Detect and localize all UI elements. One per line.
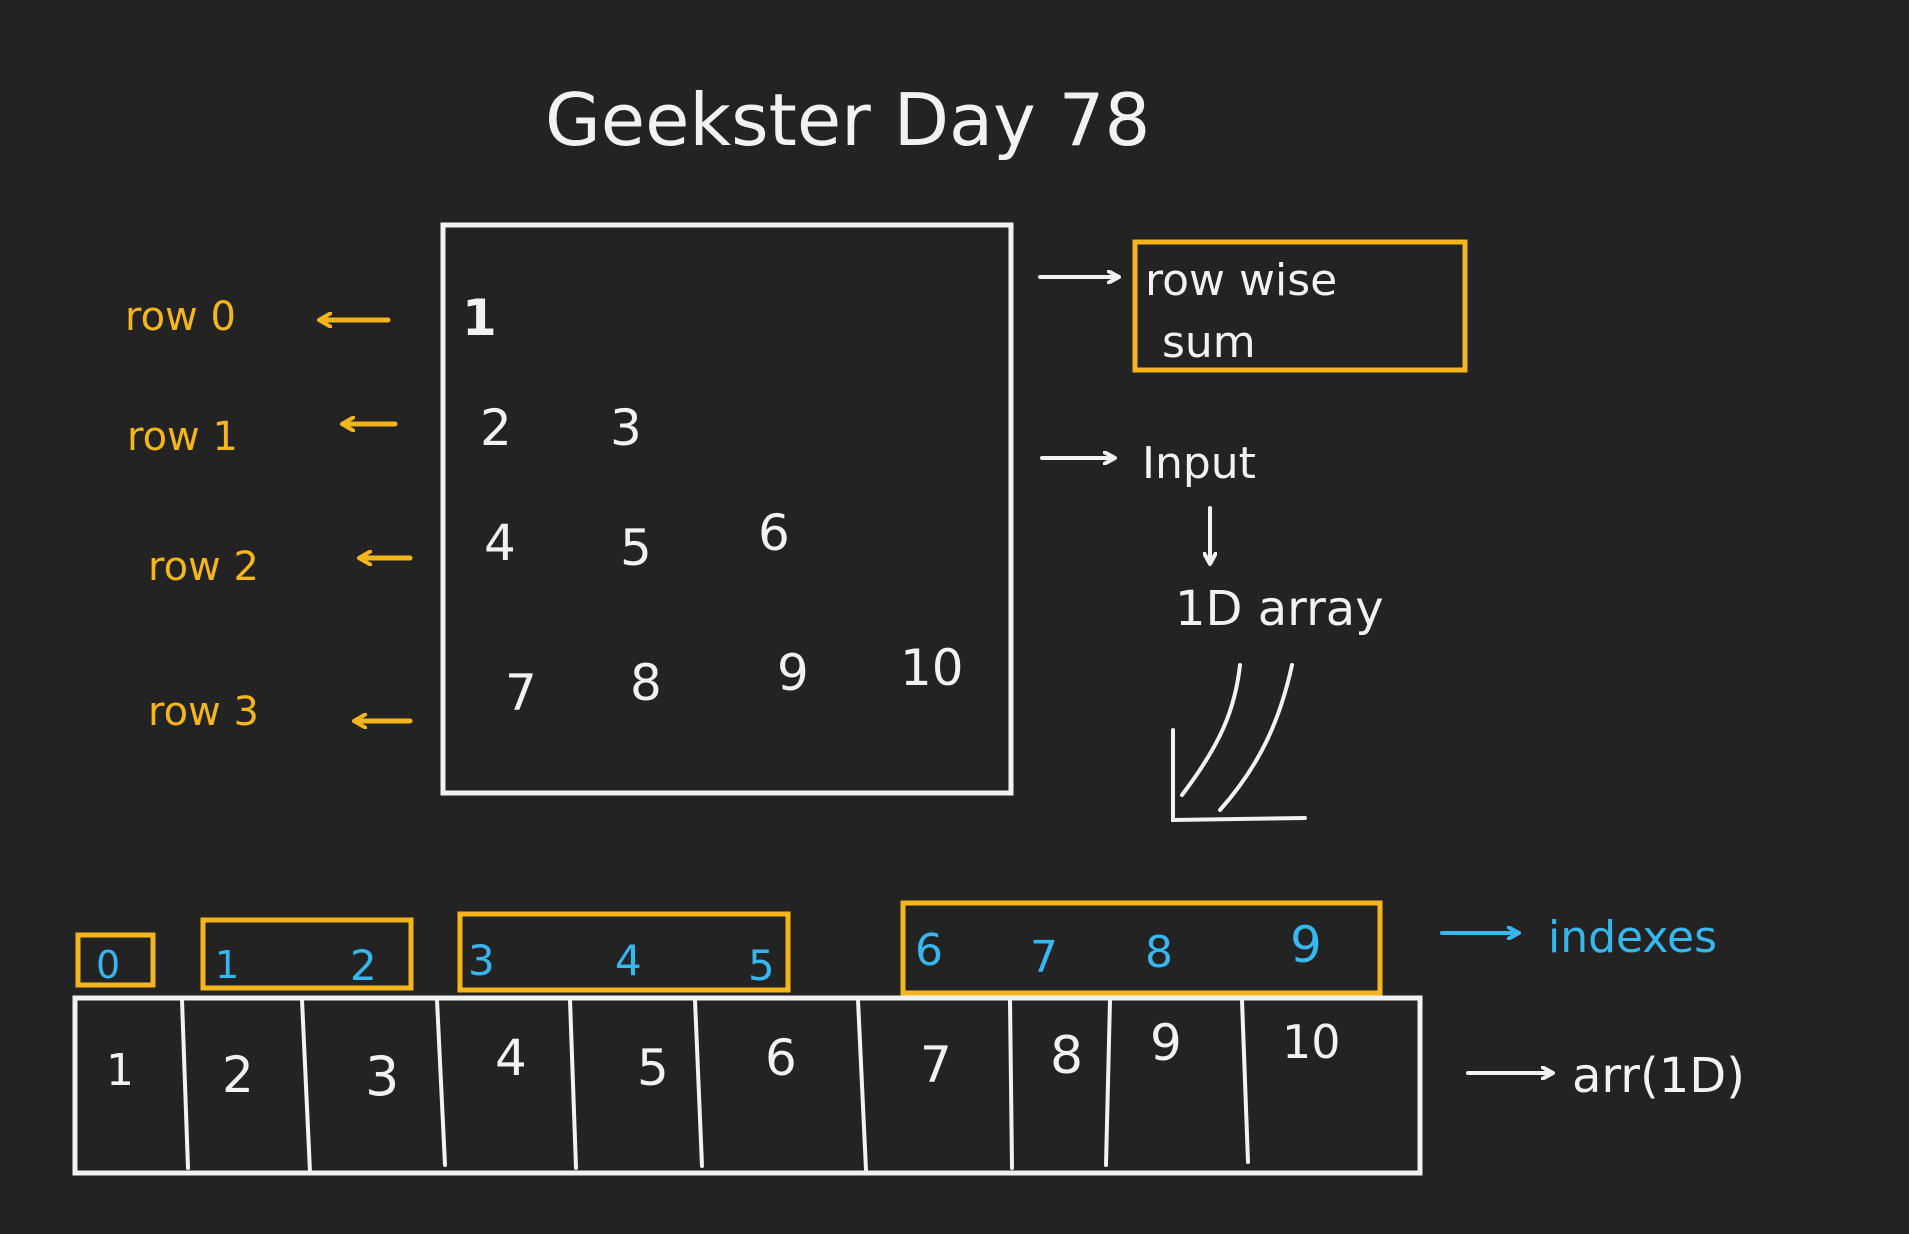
matrix-cell: 8 bbox=[630, 654, 662, 712]
row-label: row 1 bbox=[127, 414, 238, 460]
row-wise-sum-text: row wise bbox=[1145, 255, 1337, 306]
index-value: 0 bbox=[96, 943, 120, 987]
matrix-cell: 9 bbox=[777, 644, 809, 702]
index-value: 1 bbox=[215, 943, 239, 987]
matrix-cell: 7 bbox=[505, 664, 537, 722]
index-value: 3 bbox=[468, 936, 495, 985]
array-cell: 3 bbox=[365, 1045, 399, 1108]
index-value: 6 bbox=[915, 925, 943, 976]
row-label: row 3 bbox=[148, 689, 259, 735]
array-frame bbox=[72, 995, 1423, 1176]
array-cell: 5 bbox=[637, 1039, 669, 1097]
index-value: 7 bbox=[1030, 932, 1058, 983]
page-title: Geekster Day 78 bbox=[545, 78, 1150, 162]
matrix-cell: 5 bbox=[620, 519, 652, 577]
matrix-cell: 3 bbox=[610, 399, 642, 457]
array-dividers bbox=[180, 998, 1250, 1174]
index-group-box bbox=[200, 917, 414, 991]
array-cell: 7 bbox=[920, 1036, 952, 1094]
arr-1d-label: arr(1D) bbox=[1572, 1048, 1745, 1104]
input-label: Input bbox=[1142, 438, 1256, 489]
index-group-box bbox=[457, 911, 791, 993]
array-cell: 1 bbox=[106, 1045, 134, 1096]
array-cell: 8 bbox=[1050, 1026, 1083, 1086]
index-group-box bbox=[900, 900, 1383, 996]
matrix-cell: 4 bbox=[484, 514, 516, 572]
matrix-cell: 6 bbox=[758, 504, 790, 562]
index-value: 8 bbox=[1145, 927, 1173, 978]
index-group-box bbox=[75, 932, 156, 988]
matrix-box bbox=[440, 222, 1014, 796]
index-value: 9 bbox=[1290, 916, 1322, 974]
array-1d-label: 1D array bbox=[1175, 581, 1384, 637]
index-value: 4 bbox=[615, 936, 642, 985]
matrix-cell: 1 bbox=[462, 289, 497, 347]
matrix-cell: 10 bbox=[900, 639, 964, 697]
index-value: 2 bbox=[350, 941, 377, 990]
array-cell: 9 bbox=[1150, 1014, 1182, 1072]
row-label: row 2 bbox=[148, 544, 259, 590]
array-cell: 6 bbox=[765, 1029, 797, 1087]
row-wise-sum-text: sum bbox=[1162, 317, 1256, 368]
sketch-curve-icon bbox=[1171, 663, 1307, 823]
index-value: 5 bbox=[748, 941, 775, 990]
row-wise-sum-box bbox=[1132, 239, 1468, 373]
matrix-cell: 2 bbox=[480, 399, 512, 457]
indexes-label: indexes bbox=[1548, 912, 1717, 963]
array-cell: 4 bbox=[495, 1029, 527, 1087]
array-cell: 10 bbox=[1282, 1015, 1341, 1069]
array-cell: 2 bbox=[222, 1046, 254, 1104]
row-label: row 0 bbox=[125, 294, 236, 340]
